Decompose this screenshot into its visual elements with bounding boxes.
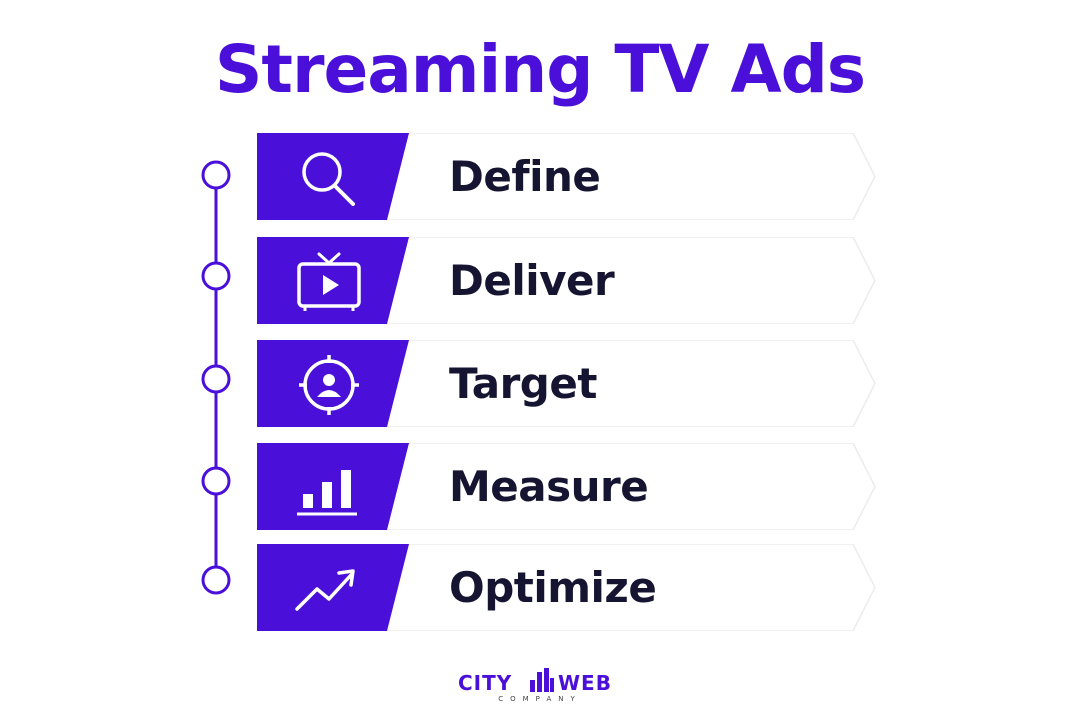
step-optimize: Optimize <box>257 544 877 631</box>
step-card <box>257 544 876 631</box>
target-user-icon <box>299 355 359 415</box>
step-label: Target <box>449 359 597 408</box>
tv-play-icon <box>297 252 361 311</box>
logo-subtitle: COMPANY <box>498 695 582 703</box>
timeline-dot <box>201 466 231 496</box>
timeline-dot <box>201 261 231 291</box>
step-deliver: Deliver <box>257 237 877 324</box>
step-measure: Measure <box>257 443 877 530</box>
step-tab <box>257 443 409 530</box>
timeline <box>201 160 231 595</box>
timeline-dot <box>201 565 231 595</box>
logo-city-text: CITY <box>458 671 513 695</box>
step-card <box>257 133 876 220</box>
step-tab <box>257 544 409 631</box>
timeline-dot <box>201 364 231 394</box>
step-label: Define <box>449 152 601 201</box>
timeline-dot <box>201 160 231 190</box>
step-label: Deliver <box>449 256 615 305</box>
step-card <box>257 237 876 324</box>
step-tab <box>257 133 409 220</box>
company-logo: CITY WEB COMPANY <box>440 668 640 708</box>
step-card <box>257 443 876 530</box>
bar-chart-icon <box>297 470 357 516</box>
step-target: Target <box>257 340 877 427</box>
trend-up-icon <box>295 569 355 611</box>
building-icon <box>530 668 554 692</box>
page-title: Streaming TV Ads <box>214 31 866 108</box>
step-label: Optimize <box>449 563 657 612</box>
step-tab <box>257 237 409 324</box>
step-define: Define <box>257 133 877 220</box>
magnifier-icon <box>302 152 355 206</box>
step-label: Measure <box>449 462 649 511</box>
logo-web-text: WEB <box>558 671 612 695</box>
